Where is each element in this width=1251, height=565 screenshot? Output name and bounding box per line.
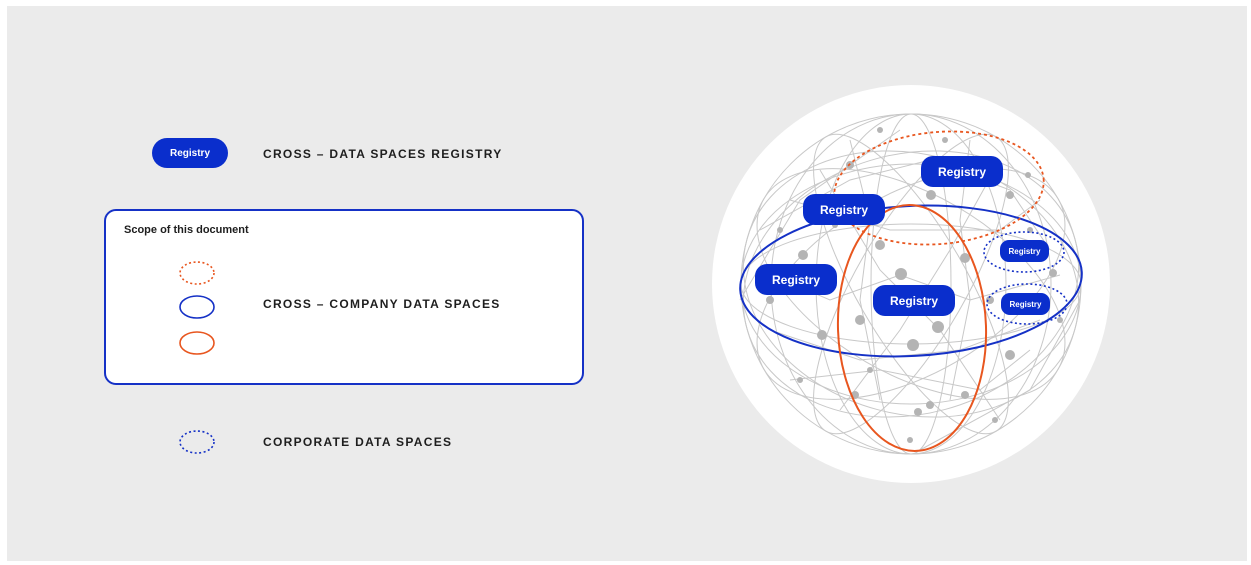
globe-registry-badge: Registry (803, 194, 885, 225)
legend-cross-company-label: CROSS – COMPANY DATA SPACES (263, 297, 501, 311)
globe-registry-badge: Registry (873, 285, 955, 316)
globe-registry-badge-small: Registry (1001, 293, 1050, 315)
globe-registry-text: Registry (819, 202, 869, 217)
globe-registry-badge: Registry (921, 156, 1003, 187)
legend-registry-label: CROSS – DATA SPACES REGISTRY (263, 147, 503, 161)
globe-registry-text: Registry (1008, 246, 1041, 256)
dotted-orange-ellipse-icon (179, 261, 215, 285)
globe-cross-company-ellipse-blue (739, 204, 1083, 358)
scope-title: Scope of this document (124, 224, 249, 236)
legend-registry-badge-text: Registry (169, 147, 210, 159)
globe-registry-text: Registry (771, 272, 821, 287)
dotted-blue-ellipse-icon (179, 430, 215, 454)
globe-registry-text: Registry (889, 293, 939, 308)
globe-nodes (766, 127, 1063, 443)
globe-corporate-dotted-blue-1 (983, 231, 1065, 273)
globe-disc (712, 85, 1110, 483)
globe-corporate-dotted-blue-2 (986, 283, 1068, 325)
legend-corporate-label: CORPORATE DATA SPACES (263, 435, 453, 449)
solid-blue-ellipse-icon (179, 295, 215, 319)
solid-orange-ellipse-icon (179, 331, 215, 355)
globe-registry-badge-small: Registry (1000, 240, 1049, 262)
scope-box: Scope of this document (104, 209, 584, 385)
globe-registry-badge: Registry (755, 264, 837, 295)
globe-registry-text: Registry (1009, 299, 1042, 309)
legend-registry-badge: Registry (152, 138, 228, 168)
globe-cross-company-ellipse-orange (836, 204, 988, 452)
globe-registry-text: Registry (937, 164, 987, 179)
